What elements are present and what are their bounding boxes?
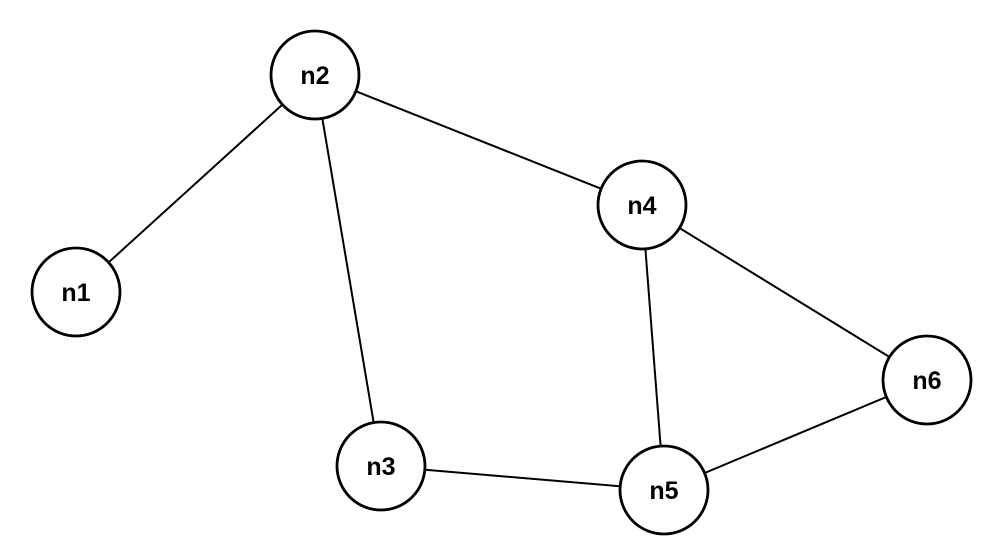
node-circle-n1 xyxy=(30,246,122,338)
node-circle-n2 xyxy=(269,29,361,121)
node-circle-n3 xyxy=(335,420,427,512)
node-label-n5: n5 xyxy=(649,477,678,505)
node-circle-n6 xyxy=(881,334,973,426)
node-n6: n6 xyxy=(881,334,973,426)
node-circle-n4 xyxy=(596,159,688,251)
node-label-n3: n3 xyxy=(366,453,395,481)
edge-n4-n6 xyxy=(641,204,928,381)
node-label-n6: n6 xyxy=(912,367,941,395)
node-n4: n4 xyxy=(596,159,688,251)
node-label-n4: n4 xyxy=(627,192,656,220)
edge-n5-n6 xyxy=(663,379,928,491)
node-n5: n5 xyxy=(618,444,710,536)
edges-layer xyxy=(75,74,928,491)
edge-n2-n3 xyxy=(314,74,382,467)
node-n2: n2 xyxy=(269,29,361,121)
nodes-layer: n1 n2 n3 n4 n5 n6 xyxy=(30,29,973,536)
node-label-n2: n2 xyxy=(300,62,329,90)
edge-n2-n4 xyxy=(314,74,643,206)
node-label-n1: n1 xyxy=(61,279,90,307)
edge-n4-n5 xyxy=(641,204,665,491)
node-n1: n1 xyxy=(30,246,122,338)
edge-n1-n2 xyxy=(75,74,316,293)
node-circle-n5 xyxy=(618,444,710,536)
node-n3: n3 xyxy=(335,420,427,512)
edge-n3-n5 xyxy=(380,465,665,491)
